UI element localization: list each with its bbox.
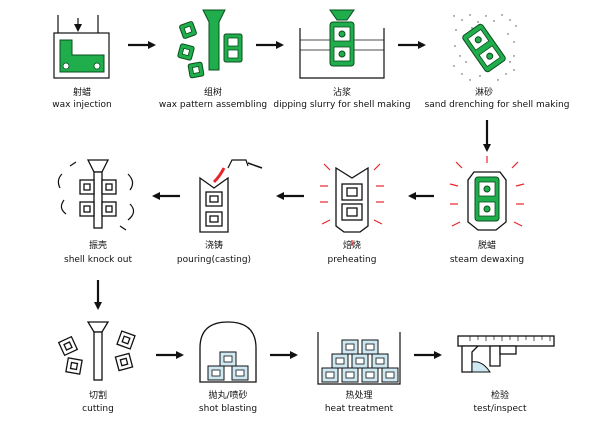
step-label-cn: 射蜡: [73, 86, 91, 98]
step-wax-assembling: 组树 wax pattern assembling: [159, 9, 267, 110]
step-dipping-slurry: 沾浆 dipping slurry for shell making: [273, 9, 411, 110]
step-label-en: sand drenching for shell making: [425, 100, 570, 110]
step-label-cn: 浇铸: [205, 239, 223, 251]
step-label-cn: 抛丸/喷砂: [208, 389, 247, 401]
step-preheating: 焙烧 preheating: [320, 163, 384, 265]
step-steam-dewaxing: 脱蜡 steam dewaxing: [449, 156, 525, 265]
shell-knockout-icon: [57, 159, 135, 231]
step-label-cn: 沾浆: [333, 86, 351, 98]
wax-tree-assembly-icon: [177, 9, 243, 79]
step-inspect: 检验 test/inspect: [457, 335, 555, 414]
step-label-en: shot blasting: [199, 404, 257, 414]
steam-dewaxing-icon: [449, 156, 525, 231]
heat-treatment-icon: [317, 332, 401, 385]
step-heat-treatment: 热处理 heat treatment: [317, 332, 401, 414]
step-wax-injection: 射蜡 wax injection: [52, 15, 112, 110]
step-pouring: 浇铸 pouring(casting): [177, 159, 263, 265]
step-label-en: wax pattern assembling: [159, 100, 267, 110]
step-label-en: steam dewaxing: [450, 255, 524, 265]
sand-drenching-icon: [450, 12, 518, 82]
step-label-en: wax injection: [52, 100, 112, 110]
step-label-en: preheating: [328, 255, 377, 265]
step-label-cn: 脱蜡: [478, 239, 496, 251]
pouring-icon: [199, 159, 263, 233]
step-label-en: dipping slurry for shell making: [273, 100, 410, 110]
step-shell-knockout: 振壳 shell knock out: [57, 159, 135, 265]
step-label-cn: 淋砂: [475, 86, 493, 98]
step-sand-drenching: 淋砂 sand drenching for shell making: [425, 12, 570, 110]
step-label-cn: 组树: [204, 86, 222, 98]
step-label-en: heat treatment: [325, 404, 394, 414]
step-label-en: shell knock out: [64, 255, 132, 265]
step-cutting: 切割 cutting: [57, 321, 136, 414]
step-label-en: test/inspect: [474, 404, 527, 414]
step-label-en: cutting: [82, 404, 114, 414]
step-label-en: pouring(casting): [177, 255, 251, 265]
step-label-cn: 热处理: [345, 389, 372, 401]
cutting-icon: [57, 321, 136, 381]
step-shot-blasting: 抛丸/喷砂 shot blasting: [199, 321, 257, 414]
wax-injection-icon: [53, 15, 110, 79]
step-label-cn: 振壳: [89, 239, 107, 251]
step-label-cn: 切割: [89, 389, 107, 401]
step-label-cn: 焙烧: [343, 239, 361, 251]
inspect-icon: [457, 335, 555, 373]
slurry-dipping-icon: [299, 9, 385, 79]
step-label-cn: 检验: [491, 389, 509, 401]
shot-blasting-icon: [199, 321, 257, 383]
preheating-icon: [320, 163, 384, 246]
